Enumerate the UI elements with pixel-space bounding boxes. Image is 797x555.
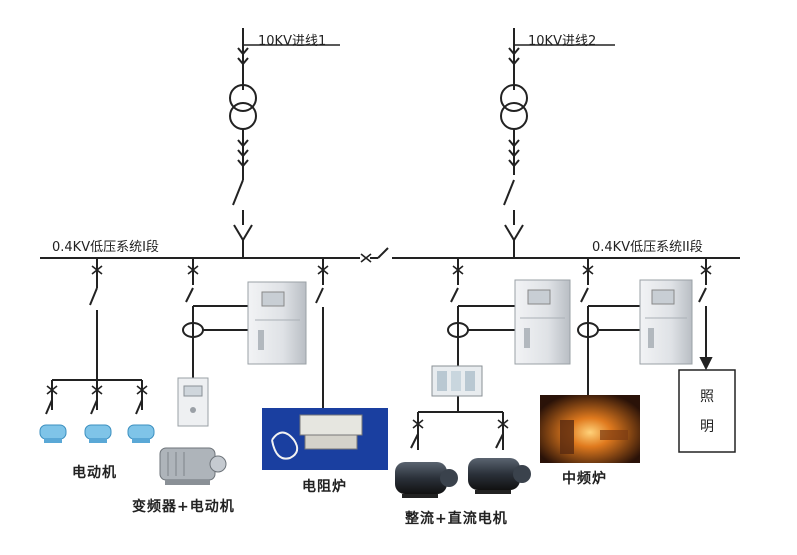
cabinet-2 bbox=[514, 279, 571, 365]
branch-lighting bbox=[698, 258, 713, 371]
transformer-2-primary bbox=[500, 84, 528, 112]
resistance-furnace-image bbox=[262, 408, 388, 470]
feeder-2 bbox=[500, 28, 615, 258]
branch-rectifier bbox=[410, 258, 515, 450]
bus-1-label: 0.4KV低压系统I段 bbox=[52, 240, 159, 255]
motor-caption: 电动机 bbox=[72, 465, 117, 481]
motor-icon bbox=[84, 424, 112, 443]
bus-bars bbox=[40, 247, 740, 263]
feeder-2-label: 10KV进线2 bbox=[528, 34, 597, 49]
branch-resistance-furnace bbox=[315, 258, 329, 408]
bus-tie-switch bbox=[377, 247, 389, 259]
motor-icon bbox=[39, 424, 67, 443]
branch-vfd bbox=[182, 258, 248, 380]
transformer-1-primary bbox=[229, 84, 257, 112]
vfd-motor-caption: 变频器+电动机 bbox=[132, 499, 235, 515]
dc-motor-icon bbox=[395, 462, 458, 498]
branch-mid-freq bbox=[577, 258, 640, 395]
cabinet-3 bbox=[639, 279, 693, 365]
vfd-unit bbox=[177, 377, 209, 427]
mid-freq-furnace-caption: 中频炉 bbox=[562, 471, 607, 487]
feeder-1 bbox=[229, 28, 340, 258]
lighting-char-1: 照 bbox=[700, 389, 714, 405]
rectifier-dc-motor-caption: 整流+直流电机 bbox=[405, 511, 508, 527]
lighting-box bbox=[678, 369, 736, 453]
cabinet-1 bbox=[247, 281, 307, 365]
motor-icon bbox=[127, 424, 155, 443]
motor-icons bbox=[39, 424, 155, 443]
lighting-char-2: 明 bbox=[700, 419, 714, 435]
transformer-2-secondary bbox=[500, 102, 528, 130]
bus-2-label: 0.4KV低压系统II段 bbox=[592, 240, 703, 255]
vfd-motor-icon bbox=[159, 447, 227, 485]
branch-motors bbox=[45, 258, 148, 415]
lighting-label: 照 明 bbox=[679, 382, 735, 442]
mid-freq-furnace-image bbox=[540, 395, 640, 463]
rectifier-unit bbox=[431, 365, 483, 397]
transformer-1-secondary bbox=[229, 102, 257, 130]
feeder-1-label: 10KV进线1 bbox=[258, 34, 327, 49]
resistance-furnace-caption: 电阻炉 bbox=[302, 479, 347, 495]
dc-motor-icon bbox=[468, 458, 531, 494]
